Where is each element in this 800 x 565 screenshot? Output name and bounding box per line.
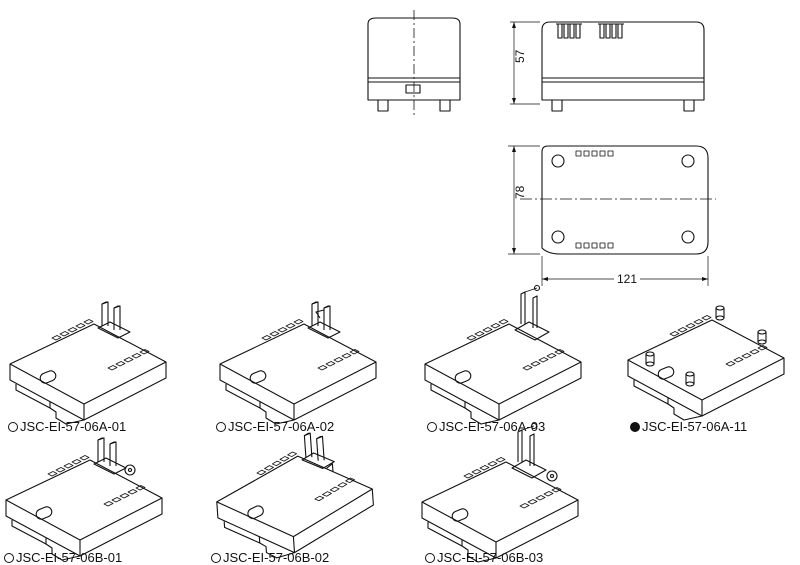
model-option[interactable]: JSC-EI-57-06B-01 xyxy=(4,550,122,565)
variant-06A-03 xyxy=(424,284,582,425)
model-label: JSC-EI-57-06A-02 xyxy=(228,419,335,434)
radio-icon[interactable] xyxy=(211,552,221,563)
model-label: JSC-EI-57-06A-03 xyxy=(439,419,546,434)
model-label: JSC-EI-57-06B-01 xyxy=(16,550,123,565)
front-view xyxy=(367,10,461,115)
length-dimension: 121 xyxy=(617,272,637,286)
model-option[interactable]: JSC-EI-57-06A-03 xyxy=(427,419,545,434)
radio-selected-icon[interactable] xyxy=(630,421,640,432)
model-option[interactable]: JSC-EI-57-06B-03 xyxy=(425,550,543,565)
model-label: JSC-EI-57-06A-11 xyxy=(642,419,748,434)
height-dimension: 57 xyxy=(513,49,527,63)
radio-icon[interactable] xyxy=(427,421,437,432)
model-option[interactable]: JSC-EI-57-06A-11 xyxy=(630,419,747,434)
variant-06B-02 xyxy=(213,431,378,563)
variant-06A-02 xyxy=(219,301,377,425)
width-dimension: 78 xyxy=(513,185,527,199)
model-option[interactable]: JSC-EI-57-06A-01 xyxy=(8,419,126,434)
model-label: JSC-EI-57-06B-03 xyxy=(437,550,544,565)
radio-icon[interactable] xyxy=(425,552,435,563)
radio-icon[interactable] xyxy=(8,421,18,432)
radio-icon[interactable] xyxy=(216,421,226,432)
variant-06B-03 xyxy=(421,422,579,563)
radio-icon[interactable] xyxy=(4,552,14,563)
side-view xyxy=(510,21,705,112)
model-label: JSC-EI-57-06A-01 xyxy=(20,419,127,434)
top-view xyxy=(508,145,716,286)
variant-06A-11 xyxy=(627,305,785,421)
variant-06B-01 xyxy=(5,437,163,561)
model-option[interactable]: JSC-EI-57-06A-02 xyxy=(216,419,334,434)
model-label: JSC-EI-57-06B-02 xyxy=(223,550,330,565)
model-option[interactable]: JSC-EI-57-06B-02 xyxy=(211,550,329,565)
variant-06A-01 xyxy=(9,301,167,425)
